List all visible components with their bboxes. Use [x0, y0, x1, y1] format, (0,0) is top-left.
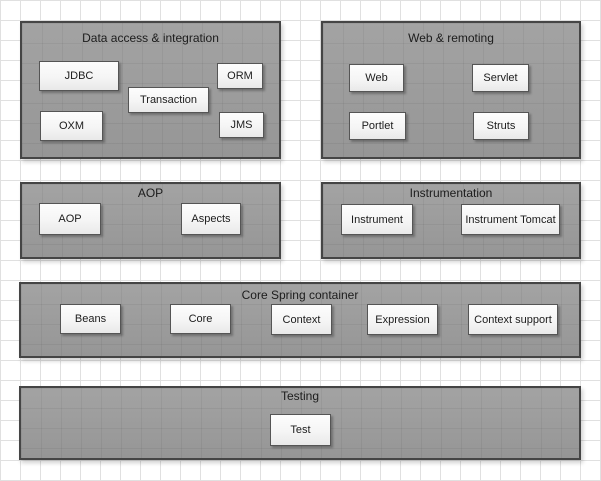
group-title-data-access-integration: Data access & integration: [82, 31, 219, 45]
item-instrument-tomcat: Instrument Tomcat: [461, 204, 560, 235]
group-instrumentation: Instrumentation Instrument Instrument To…: [321, 182, 581, 259]
item-core: Core: [170, 304, 231, 334]
item-oxm: OXM: [40, 111, 103, 141]
item-instrument: Instrument: [341, 204, 413, 235]
group-title-instrumentation: Instrumentation: [409, 186, 493, 200]
group-core-spring-container: Core Spring container Beans Core Context…: [19, 282, 581, 358]
item-context: Context: [271, 304, 332, 335]
item-context-support: Context support: [468, 304, 558, 335]
item-servlet: Servlet: [472, 64, 529, 92]
item-test: Test: [270, 414, 331, 446]
item-portlet: Portlet: [349, 112, 406, 140]
item-beans: Beans: [60, 304, 121, 334]
item-expression: Expression: [367, 304, 438, 335]
item-web: Web: [349, 64, 404, 92]
item-orm: ORM: [217, 63, 263, 89]
group-title-web-remoting: Web & remoting: [408, 31, 494, 45]
item-jdbc: JDBC: [39, 61, 119, 91]
group-title-testing: Testing: [280, 389, 320, 403]
item-aspects: Aspects: [181, 203, 241, 235]
group-data-access-integration: Data access & integration JDBC Transacti…: [20, 21, 281, 159]
group-web-remoting: Web & remoting Web Servlet Portlet Strut…: [321, 21, 581, 159]
item-jms: JMS: [219, 112, 264, 138]
group-title-aop: AOP: [137, 186, 164, 200]
group-title-core-spring-container: Core Spring container: [241, 288, 359, 302]
item-aop: AOP: [39, 203, 101, 235]
group-testing: Testing Test: [19, 386, 581, 460]
item-struts: Struts: [473, 112, 529, 140]
group-aop: AOP AOP Aspects: [20, 182, 281, 259]
item-transaction: Transaction: [128, 87, 209, 113]
